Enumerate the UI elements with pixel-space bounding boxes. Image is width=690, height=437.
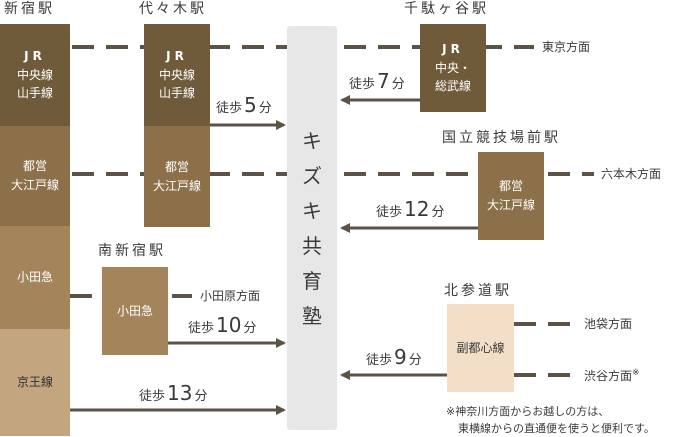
walk-minutes: 12 (404, 197, 429, 221)
destination-roppongi: 六本木方面 (601, 168, 661, 180)
walk-label: 徒歩 (188, 321, 214, 336)
walk-minutes: 13 (167, 381, 192, 405)
line-label: 中央線 (17, 66, 53, 85)
destination-shibuya-label: 渋谷方面 (584, 369, 632, 383)
school-name-char: 共 (287, 229, 337, 264)
walk-label: 徒歩 (349, 77, 375, 92)
kitasando-fukutoshin-line-box: 副都心線 (447, 304, 514, 392)
shinjuku-odakyu-line-box: 小田急 (0, 226, 70, 329)
line-label: 山手線 (17, 84, 53, 103)
school-name-char: ズ (287, 159, 337, 194)
school-name-char: 育 (287, 264, 337, 299)
walk-unit: 分 (392, 77, 405, 92)
station-sendagaya: 千駄ヶ谷駅 (404, 2, 489, 16)
walk-label: 徒歩 (376, 205, 402, 220)
destination-odawara: 小田原方面 (200, 290, 260, 302)
walk-label: 徒歩 (216, 101, 242, 116)
line-label: 中央線 (159, 66, 195, 85)
line-label: 都営 (499, 177, 523, 196)
kokuritsu-oedo-line-box: 都営 大江戸線 (478, 152, 544, 240)
walk-unit: 分 (409, 353, 422, 368)
station-shinjuku: 新宿駅 (4, 2, 55, 16)
walk-minutes: 9 (394, 345, 407, 369)
line-label: 大江戸線 (487, 196, 535, 215)
school-name: キ ズ キ 共 育 塾 (287, 124, 337, 334)
station-yoyogi: 代々木駅 (139, 2, 207, 16)
walk-label: 徒歩 (139, 389, 165, 404)
walk-unit: 分 (431, 205, 444, 220)
footnote-mark: ※ (632, 368, 640, 378)
yoyogi-oedo-line-box: 都営 大江戸線 (144, 126, 210, 227)
station-minamishinjuku: 南新宿駅 (98, 244, 166, 258)
footnote-line: 東横線からの直通便を使うと便利です。 (446, 421, 655, 437)
line-label: 京王線 (17, 373, 53, 392)
line-label: 小田急 (17, 268, 53, 287)
walk-label: 徒歩 (366, 353, 392, 368)
line-label: 副都心線 (456, 339, 504, 358)
walk-minutes: 5 (244, 93, 257, 117)
line-label: 大江戸線 (153, 177, 201, 196)
line-label: JR (24, 47, 46, 66)
sendagaya-jr-line-box: JR 中央・ 総武線 (420, 24, 486, 112)
school-name-char: 塾 (287, 299, 337, 334)
footnote-line: ※神奈川方面からお越しの方は、 (446, 404, 655, 421)
school-name-char: キ (287, 124, 337, 159)
shinjuku-jr-line-box: JR 中央線 山手線 (0, 24, 70, 126)
line-label: JR (166, 47, 188, 66)
footnote: ※神奈川方面からお越しの方は、 東横線からの直通便を使うと便利です。 (446, 404, 655, 437)
minamishinjuku-odakyu-line-box: 小田急 (102, 267, 168, 355)
destination-tokyo: 東京方面 (542, 41, 590, 53)
line-label: 総武線 (435, 77, 471, 96)
station-kokuritsu: 国立競技場前駅 (442, 131, 561, 145)
shinjuku-oedo-line-box: 都営 大江戸線 (0, 126, 70, 226)
walk-minutes: 10 (216, 313, 241, 337)
destination-shibuya: 渋谷方面※ (584, 369, 640, 382)
line-label: 大江戸線 (11, 176, 59, 195)
station-kitasando: 北参道駅 (444, 284, 512, 298)
line-label: 都営 (165, 158, 189, 177)
school-name-char: キ (287, 194, 337, 229)
walk-minutes: 7 (377, 69, 390, 93)
line-label: 小田急 (117, 302, 153, 321)
line-label: 都営 (23, 157, 47, 176)
walk-unit: 分 (243, 321, 256, 336)
walk-unit: 分 (259, 101, 272, 116)
yoyogi-jr-line-box: JR 中央線 山手線 (144, 24, 210, 126)
shinjuku-keio-line-box: 京王線 (0, 329, 70, 436)
line-label: 中央・ (435, 59, 471, 78)
line-label: 山手線 (159, 84, 195, 103)
walk-unit: 分 (194, 389, 207, 404)
destination-ikebukuro: 池袋方面 (584, 318, 632, 330)
line-label: JR (442, 40, 464, 59)
